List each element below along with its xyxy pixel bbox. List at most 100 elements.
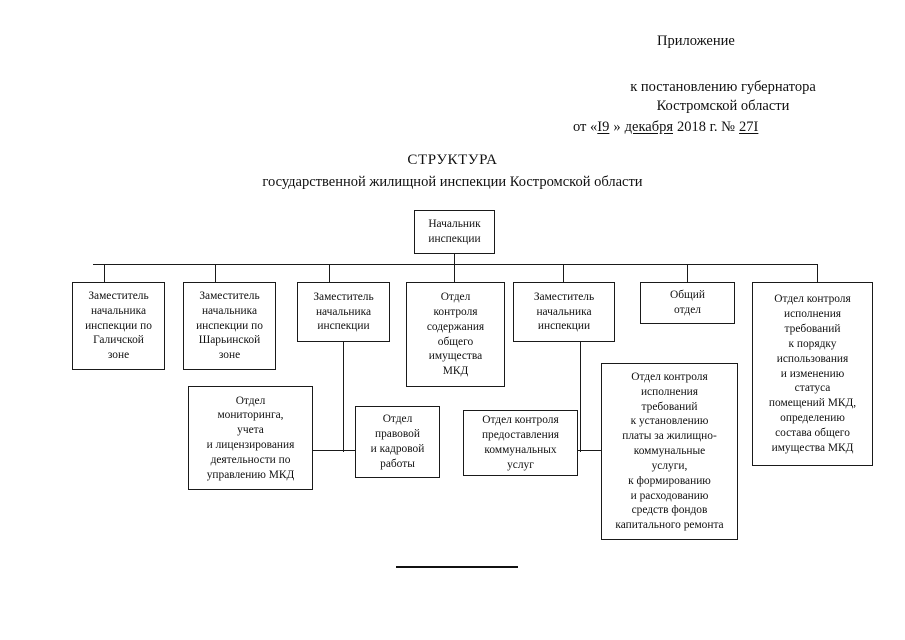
node-line: определению [780,412,845,425]
edge-deputy5-stem [580,342,582,452]
node-line: Отдел контроля [631,370,708,383]
node-line: и расходованию [630,489,709,502]
node-line: инспекции по [196,319,263,332]
node-line: средств фондов [631,504,708,517]
node-line: платы за жилищно- [622,430,717,443]
edge-drop-7 [817,264,819,282]
node-line: отдел [674,304,701,316]
node-line: услуг [507,458,534,471]
node-line: Отдел контроля [482,414,559,427]
node-line: инспекции [317,320,370,333]
node-line: начальника [315,305,372,318]
node-line: начальника [201,304,258,317]
node-line: капитального ремонта [615,519,724,532]
title-subtitle: государственной жилищной инспекции Костр… [262,174,643,190]
node-line: контроля [433,305,478,318]
decree-reference: к постановлению губернатора Костромской … [573,78,873,137]
node-line: Отдел контроля [774,293,851,306]
node-line: использования [776,352,849,365]
date-day: I9 [597,119,610,136]
edge-drop-5 [563,264,565,282]
node-line: Отдел [440,291,471,304]
node-line: инспекции по [85,319,152,332]
node-line: мониторинга, [217,409,284,422]
edge-main-bus [93,264,818,266]
date-year: 2018 г. № [677,119,736,136]
node-root[interactable]: Начальник инспекции [414,210,495,254]
node-line: к порядку [788,337,837,350]
node-line: имущества [428,350,483,363]
edge-deputy3-stem [343,342,345,452]
node-line: требований [641,400,698,413]
node-line: имущества МКД [771,441,854,454]
node-line: и лицензирования [206,439,295,451]
node-line: Начальник [428,218,481,231]
node-line: МКД [442,365,469,378]
node-line: и изменению [780,367,845,380]
node-deputy-galich[interactable]: Заместитель начальника инспекции по Гали… [72,282,165,370]
date-month: декабря [624,119,673,136]
node-line: коммунальных [484,444,557,456]
node-line: к формированию [628,474,711,487]
node-line: и кадровой [370,443,425,455]
edge-deputy3-bus [313,450,357,452]
node-dept-monitoring[interactable]: Отдел мониторинга, учета и лицензировани… [188,386,313,490]
node-line: общего [437,335,474,348]
node-line: коммунальные [633,445,706,458]
node-line: учета [237,424,264,437]
decree-line-2: Костромской области [656,98,790,115]
node-line: Общий [670,289,705,302]
node-line: содержания [426,320,485,333]
node-dept-plata[interactable]: Отдел контроля исполнения требований к у… [601,363,738,540]
node-line: инспекции [428,233,481,245]
node-dept-obschiy[interactable]: Общий отдел [640,282,735,324]
edge-drop-6 [687,264,689,282]
node-line: Заместитель [533,290,595,303]
edge-drop-3 [329,264,331,282]
node-line: инспекции [537,320,591,333]
node-line: зоне [107,349,130,362]
node-line: Отдел [382,413,413,426]
edge-drop-2 [215,264,217,282]
node-line: предоставления [481,429,560,442]
node-line: услуги, [651,459,688,472]
node-deputy-5[interactable]: Заместитель начальника инспекции [513,282,615,342]
node-line: Галичской [93,334,144,347]
node-deputy-3[interactable]: Заместитель начальника инспекции [297,282,390,342]
node-line: требований [784,323,841,336]
node-dept-pravovoy[interactable]: Отдел правовой и кадровой работы [355,406,440,478]
node-line: к установлению [630,415,709,428]
node-line: Шарьинской [198,334,261,347]
node-line: Заместитель [313,290,374,303]
node-line: начальника [536,305,592,318]
node-line: управлению МКД [206,468,295,481]
node-line: Заместитель [88,289,149,302]
edge-drop-4 [454,264,456,282]
footer-divider [396,566,518,568]
decree-number: 27I [739,119,759,136]
edge-deputy5-bus [576,450,602,452]
node-line: начальника [90,304,147,317]
node-dept-pomeschenia[interactable]: Отдел контроля исполнения требований к п… [752,282,873,466]
node-line: Отдел [235,394,266,407]
node-line: Заместитель [199,289,260,302]
node-line: состава общего [775,426,850,439]
page-title: СТРУКТУРА государственной жилищной инспе… [0,152,905,191]
title-main: СТРУКТУРА [407,152,498,168]
decree-line-1: к постановлению губернатора [630,79,816,95]
node-line: статуса [794,382,831,395]
date-prefix: от « [573,119,598,136]
node-line: правовой [375,428,420,441]
node-line: деятельности по [210,453,291,466]
appendix-label: Приложение [657,33,735,49]
node-line: исполнения [640,385,699,398]
edge-root-stem [454,253,456,265]
node-line: зоне [218,349,241,362]
node-dept-kommunal[interactable]: Отдел контроля предоставления коммунальн… [463,410,578,476]
node-deputy-sharya[interactable]: Заместитель начальника инспекции по Шарь… [183,282,276,370]
node-line: исполнения [783,308,842,321]
node-line: помещений МКД, [768,397,857,410]
node-dept-soderzhanie[interactable]: Отдел контроля содержания общего имущест… [406,282,505,387]
